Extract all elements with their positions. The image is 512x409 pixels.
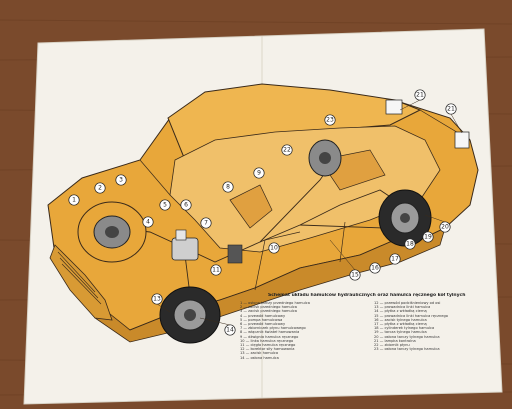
legend-left-column: 1 — osłona tarczy przedniego hamulca 2 —… (240, 301, 368, 360)
legend-item: 8 — włącznik świateł hamowania (240, 330, 300, 335)
legend-item: 20 — osłona tarczy tylnego hamulca (374, 334, 440, 339)
legend-item: 17 — płytka z wkładką cierną (374, 322, 427, 327)
legend-item: 5 — pompa hamulcowa (240, 317, 283, 322)
svg-text:11: 11 (212, 267, 220, 274)
callouts: 1 2 3 4 5 6 7 8 9 10 11 13 14 15 16 17 1… (68, 89, 457, 336)
legend-item: 19 — tarcza tylnego hamulca (374, 330, 427, 335)
callout: 8 (222, 181, 234, 193)
legend-item: 7 — zbiorniczek płynu hamulcowego (240, 326, 306, 331)
svg-text:14: 14 (226, 327, 234, 334)
master-cylinder (171, 229, 199, 261)
legend-item: 12 — korektor siły hamowania (240, 347, 295, 352)
svg-text:13: 13 (153, 296, 161, 303)
legend-item: 15 — prowadnica linki hamulca ręcznego (374, 313, 448, 318)
leader-lines (156, 99, 463, 326)
svg-text:1: 1 (72, 197, 76, 204)
legend-item: 10 — linka hamulca ręcznego (240, 338, 294, 343)
callout: 23 (324, 114, 336, 126)
legend-item: 23 — osłona tarczy tylnego hamulca (374, 347, 440, 352)
legend-item: 13 — prowadnica linki hamulca (374, 305, 431, 310)
svg-text:3: 3 (119, 177, 123, 184)
callout: 18 (404, 238, 416, 250)
callout: 22 (281, 144, 293, 156)
callout: 4 (142, 216, 154, 228)
svg-text:22: 22 (283, 147, 291, 154)
svg-text:2: 2 (98, 185, 102, 192)
svg-text:23: 23 (326, 117, 334, 124)
callout: 14 (224, 324, 236, 336)
callout: 19 (422, 231, 434, 243)
svg-text:6: 6 (184, 202, 188, 209)
diagram-caption: Schemat układu hamulców hydraulicznych o… (268, 293, 466, 298)
svg-text:15: 15 (351, 272, 359, 279)
legend-item: 6 — przewód hamulcowy (240, 322, 286, 327)
callout: 20 (439, 221, 451, 233)
legend-item: 14 — płytka z wkładką cierną (374, 309, 427, 314)
callout: 16 (369, 262, 381, 274)
callout: 3 (115, 174, 127, 186)
callout: 7 (200, 217, 212, 229)
legend-item: 9 — dźwignia hamulca ręcznego (240, 334, 299, 339)
svg-text:20: 20 (441, 224, 449, 231)
callout: 5 (159, 199, 171, 211)
legend-item: 18 — cylinderek tylnego hamulca (374, 326, 435, 331)
legend-item: 11 — cięgło hamulca ręcznego (240, 343, 296, 348)
callout: 15 (349, 269, 361, 281)
rear-left-wheel (308, 139, 342, 177)
svg-text:5: 5 (163, 202, 167, 209)
brake-booster (227, 244, 243, 264)
grille-slats (57, 251, 102, 305)
rear-right-wheel (378, 189, 432, 247)
front-right-wheel (159, 286, 221, 344)
legend-item: 2 — zacisk przedniego hamulca (240, 305, 298, 310)
tail-lamp-box (454, 131, 470, 149)
callout: 9 (253, 167, 265, 179)
legend-item: 13 — zacisk hamulca (240, 351, 279, 356)
svg-text:4: 4 (146, 219, 150, 226)
svg-text:7: 7 (204, 220, 208, 227)
front-seat (229, 184, 273, 229)
car-illustration (47, 83, 479, 343)
legend-right-column: 12 — przewód podciśnieniowy od osi 13 — … (374, 301, 502, 351)
svg-text:8: 8 (226, 184, 230, 191)
callout: 6 (180, 199, 192, 211)
callout: 21 (445, 103, 457, 115)
svg-text:16: 16 (371, 265, 379, 272)
callout: 2 (94, 182, 106, 194)
warning-lamp-box (385, 99, 403, 115)
legend-item: 4 — przewód hamulcowy (240, 313, 286, 318)
legend-item: 1 — osłona tarczy przedniego hamulca (240, 301, 310, 305)
legend-item: 22 — zbiornik płynu (374, 343, 410, 348)
legend-item: 14 — osłona hamulca (240, 355, 279, 360)
legend-item: 16 — zacisk tylnego hamulca (374, 317, 427, 322)
callout: 1 (68, 194, 80, 206)
svg-text:18: 18 (406, 241, 414, 248)
legend-item: 12 — przewód podciśnieniowy od osi (374, 301, 441, 305)
legend: 1 — osłona tarczy przedniego hamulca 2 —… (240, 301, 502, 389)
svg-text:21: 21 (416, 92, 424, 99)
legend-item: 3 — zacisk przedniego hamulca (240, 309, 298, 314)
callout: 13 (151, 293, 163, 305)
callout: 10 (268, 242, 280, 254)
front-left-wheel (77, 201, 147, 263)
svg-text:21: 21 (447, 106, 455, 113)
svg-text:17: 17 (391, 256, 399, 263)
svg-text:10: 10 (270, 245, 278, 252)
callout: 11 (210, 264, 222, 276)
svg-text:19: 19 (424, 234, 432, 241)
legend-item: 21 — lampka kontrolna (374, 338, 416, 343)
callout: 17 (389, 253, 401, 265)
svg-text:9: 9 (257, 170, 261, 177)
callout: 21 (414, 89, 426, 101)
